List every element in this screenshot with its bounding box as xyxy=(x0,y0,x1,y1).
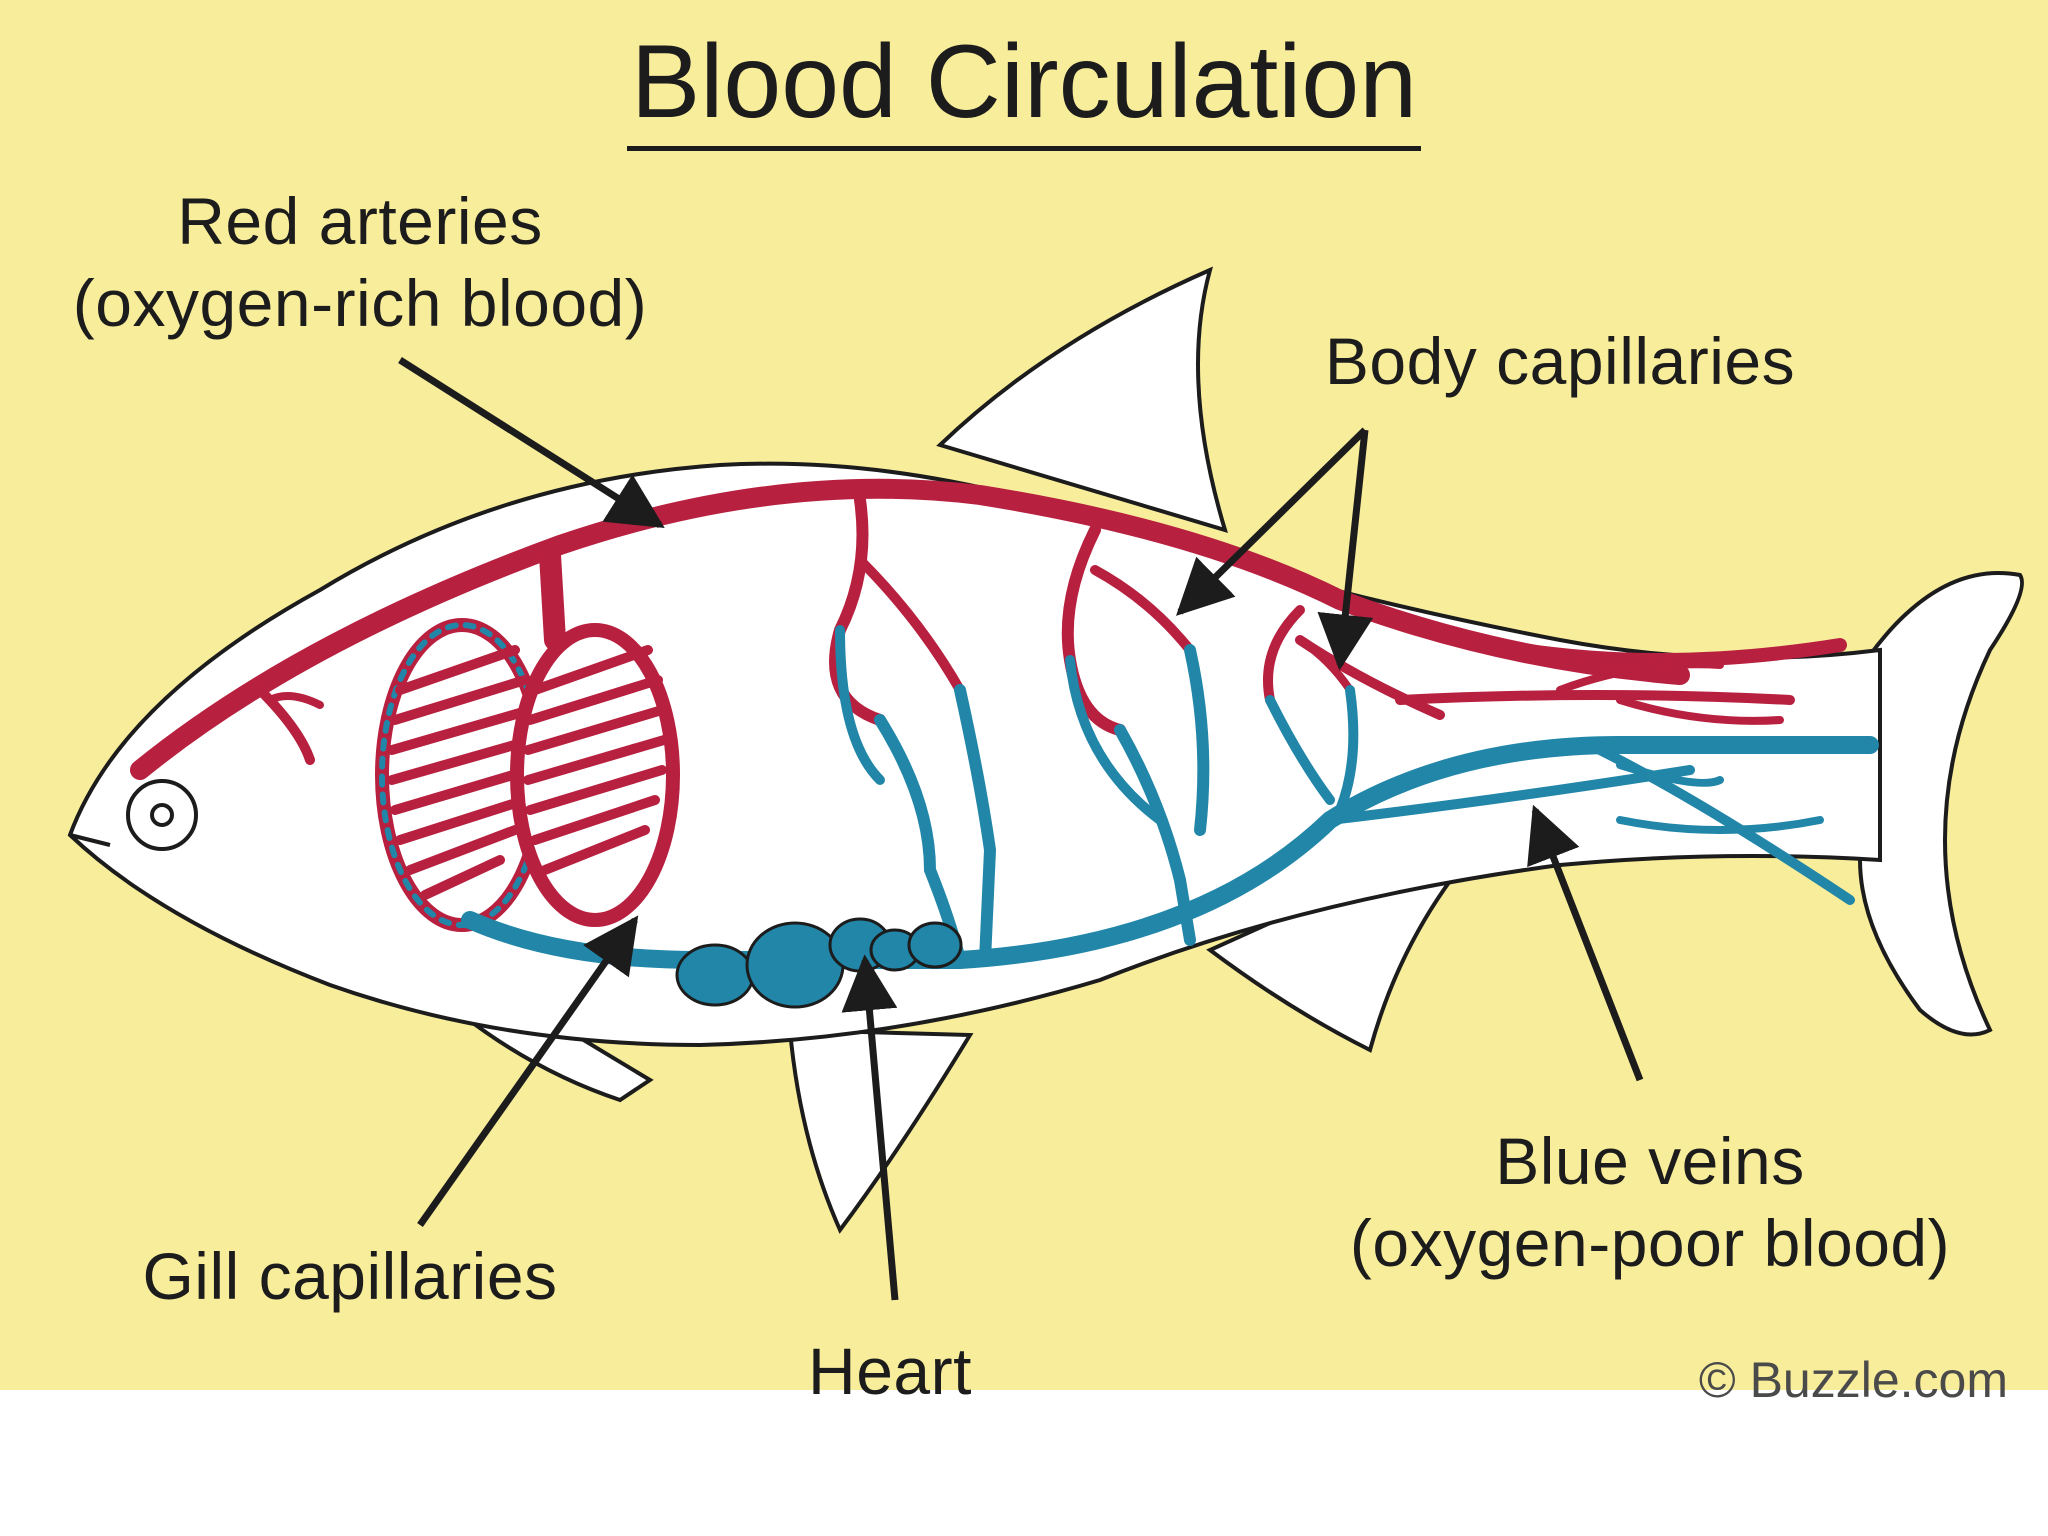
arrow-body-capillaries-b xyxy=(1317,429,1374,671)
label-red-arteries-line1: Red arteries xyxy=(177,184,543,258)
title-text: Blood Circulation xyxy=(626,24,1422,151)
red-arteries xyxy=(130,478,1847,780)
label-red-arteries: Red arteries (oxygen-rich blood) xyxy=(40,180,680,344)
callout-arrows xyxy=(398,357,1644,1301)
arrow-arteries xyxy=(398,357,665,529)
diagram-canvas: Blood Circulation xyxy=(0,0,2048,1408)
mouth-line xyxy=(69,833,111,847)
credit-text: © Buzzle.com xyxy=(1698,1352,2008,1408)
diagram-title: Blood Circulation xyxy=(0,22,2048,151)
tail-fin xyxy=(1857,570,2024,1037)
label-blue-veins-line2: (oxygen-poor blood) xyxy=(1349,1206,1951,1280)
label-blue-veins-line1: Blue veins xyxy=(1495,1124,1805,1198)
label-body-capillaries: Body capillaries xyxy=(1324,324,1796,398)
blue-veins xyxy=(461,625,1879,969)
gill-capillaries-right xyxy=(510,623,680,927)
label-heart: Heart xyxy=(808,1334,972,1408)
fish-illustration xyxy=(67,266,2024,1301)
arrow-veins xyxy=(1527,804,1644,1082)
anal-fin xyxy=(1206,852,1475,1053)
arrow-body-capillaries-a xyxy=(1176,427,1368,616)
arrow-heart xyxy=(841,954,899,1301)
label-blue-veins: Blue veins (oxygen-poor blood) xyxy=(1300,1120,2000,1284)
dorsal-fin xyxy=(936,266,1228,533)
arrow-gill-capillaries xyxy=(417,915,639,1228)
label-gill-capillaries: Gill capillaries xyxy=(142,1239,558,1313)
heart xyxy=(675,917,963,1009)
eye-pupil xyxy=(150,803,174,827)
label-red-arteries-line2: (oxygen-rich blood) xyxy=(72,266,648,340)
